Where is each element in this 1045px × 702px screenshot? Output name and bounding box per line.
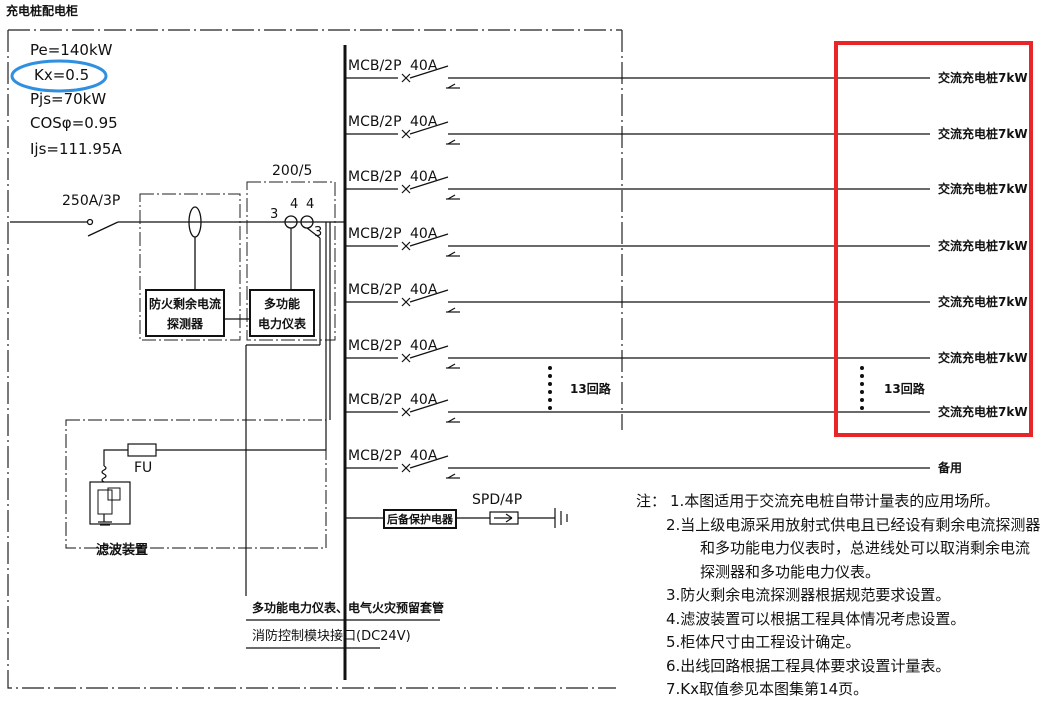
meter-label-2: 电力仪表 <box>258 316 307 331</box>
feeder-load-label: 交流充电桩7kW <box>938 70 1028 85</box>
loop-count-right: 13回路 <box>884 381 926 396</box>
feeder-breaker-label: MCB/2P <box>348 226 402 242</box>
feeder-breaker-label: MCB/2P <box>348 114 402 130</box>
feeder-breaker-label: MCB/2P <box>348 58 402 74</box>
rcd-box <box>145 289 225 337</box>
ct-terminal-3b: 3 <box>314 225 322 240</box>
feeder-circuit: MCB/2P 40A 交流充电桩7kW <box>345 338 1028 369</box>
ct-terminal-4a: 4 <box>290 197 298 212</box>
feeder-circuit: MCB/2P 40A 交流充电桩7kW <box>345 114 1028 145</box>
fire-interface-label: 消防控制模块接口(DC24V) <box>252 628 411 644</box>
feeder-circuit: MCB/2P 40A 交流充电桩7kW <box>345 58 1028 89</box>
note-7: 7.Kx取值参见本图集第14页。 <box>636 678 1041 702</box>
feeder-breaker-rating: 40A <box>410 338 438 354</box>
note-1-text: 1.本图适用于交流充电桩自带计量表的应用场所。 <box>670 492 1000 510</box>
ct-terminal-4b: 4 <box>306 197 314 212</box>
feeder-circuit: MCB/2P 40A 交流充电桩7kW <box>345 226 1028 257</box>
feeder-breaker-rating: 40A <box>410 169 438 185</box>
loop-count-left: 13回路 <box>570 381 612 396</box>
kx-highlight-ellipse <box>10 59 108 93</box>
rcd-label-2: 探测器 <box>167 316 204 331</box>
param-cos: COSφ=0.95 <box>30 114 118 132</box>
feeder-load-label: 交流充电桩7kW <box>938 294 1028 309</box>
feeder-breaker-label: MCB/2P <box>348 338 402 354</box>
feeder-breaker-rating: 40A <box>410 282 438 298</box>
loop-dots-left <box>548 366 552 410</box>
notes-block: 注：1.本图适用于交流充电桩自带计量表的应用场所。 2.当上级电源采用放射式供电… <box>636 490 1041 702</box>
param-pjs: Pjs=70kW <box>30 90 106 108</box>
diagram-title: 充电桩配电柜 <box>6 3 78 18</box>
note-6-text: 6.出线回路根据工程具体要求设置计量表。 <box>666 656 951 675</box>
parameter-block: Pe=140kW Kx=0.5 Pjs=70kW COSφ=0.95 Ijs=1… <box>30 41 122 158</box>
spd-branch <box>345 508 568 529</box>
feeder-load-label: 交流充电桩7kW <box>938 238 1028 253</box>
note-5-text: 5.柜体尺寸由工程设计确定。 <box>666 633 861 651</box>
feeder-load-label: 交流充电桩7kW <box>938 404 1028 419</box>
feeder-circuit: MCB/2P 40A 交流充电桩7kW <box>345 169 1028 200</box>
note-4-text: 4.滤波装置可以根据工程具体情况考虑设置。 <box>666 609 966 628</box>
note-5: 5.柜体尺寸由工程设计确定。 <box>636 631 1041 655</box>
conduit-label: 多功能电力仪表、电气火灾预留套管 <box>252 600 444 615</box>
spare-breaker-label: MCB/2P <box>348 448 402 464</box>
spd-label: SPD/4P <box>472 492 522 508</box>
rcd-label-1: 防火剩余电流 <box>149 296 221 311</box>
filter-label: 滤波装置 <box>96 542 148 558</box>
note-4: 4.滤波装置可以根据工程具体情况考虑设置。 <box>636 608 1041 632</box>
note-1: 注：1.本图适用于交流充电桩自带计量表的应用场所。 <box>636 490 1041 514</box>
meter-box <box>249 289 315 337</box>
feeder-circuit: MCB/2P 40A 交流充电桩7kW <box>345 282 1028 313</box>
rcd-dashed-box <box>139 193 241 341</box>
feeder-circuit: MCB/2P 40A 交流充电桩7kW <box>345 392 1028 423</box>
spare-breaker-rating: 40A <box>410 448 438 464</box>
feeder-breaker-rating: 40A <box>410 58 438 74</box>
meter-label-1: 多功能 <box>264 296 300 311</box>
feeder-breaker-rating: 40A <box>410 226 438 242</box>
param-kx: Kx=0.5 <box>34 66 89 84</box>
meter-dashed-box <box>246 181 336 341</box>
note-7-text: 7.Kx取值参见本图集第14页。 <box>666 680 869 698</box>
feeder-breaker-label: MCB/2P <box>348 282 402 298</box>
feeders-highlight-box <box>834 41 1033 437</box>
filter-circuit <box>65 222 331 549</box>
ct-ratio-label: 200/5 <box>272 163 312 179</box>
note-3: 3.防火剩余电流探测器根据规范要求设置。 <box>636 584 1041 608</box>
cabinet-enclosure <box>7 29 623 689</box>
note-3-text: 3.防火剩余电流探测器根据规范要求设置。 <box>666 586 951 604</box>
param-pe: Pe=140kW <box>30 41 113 59</box>
incoming-feeder <box>10 218 345 237</box>
incomer-breaker-label: 250A/3P <box>62 193 120 209</box>
note-6: 6.出线回路根据工程具体要求设置计量表。 <box>636 655 1041 679</box>
feeder-load-label: 交流充电桩7kW <box>938 350 1028 365</box>
backup-protector-label: 后备保护电器 <box>387 512 454 526</box>
loop-dots-right <box>860 366 864 410</box>
spare-circuit <box>345 455 930 479</box>
ct-terminal-3a: 3 <box>270 207 278 222</box>
note-2: 2.当上级电源采用放射式供电且已经设有剩余电流探测器和多功能电力仪表时，总进线处… <box>666 515 1041 581</box>
feeder-breaker-label: MCB/2P <box>348 169 402 185</box>
feeder-load-label: 交流充电桩7kW <box>938 181 1028 196</box>
feeder-breaker-rating: 40A <box>410 392 438 408</box>
feeder-breaker-rating: 40A <box>410 114 438 130</box>
spare-label: 备用 <box>937 460 962 475</box>
feeder-breaker-label: MCB/2P <box>348 392 402 408</box>
param-ijs: Ijs=111.95A <box>30 140 122 158</box>
notes-head: 注： <box>636 492 667 510</box>
fuse-label: FU <box>134 460 152 476</box>
feeder-load-label: 交流充电桩7kW <box>938 126 1028 141</box>
